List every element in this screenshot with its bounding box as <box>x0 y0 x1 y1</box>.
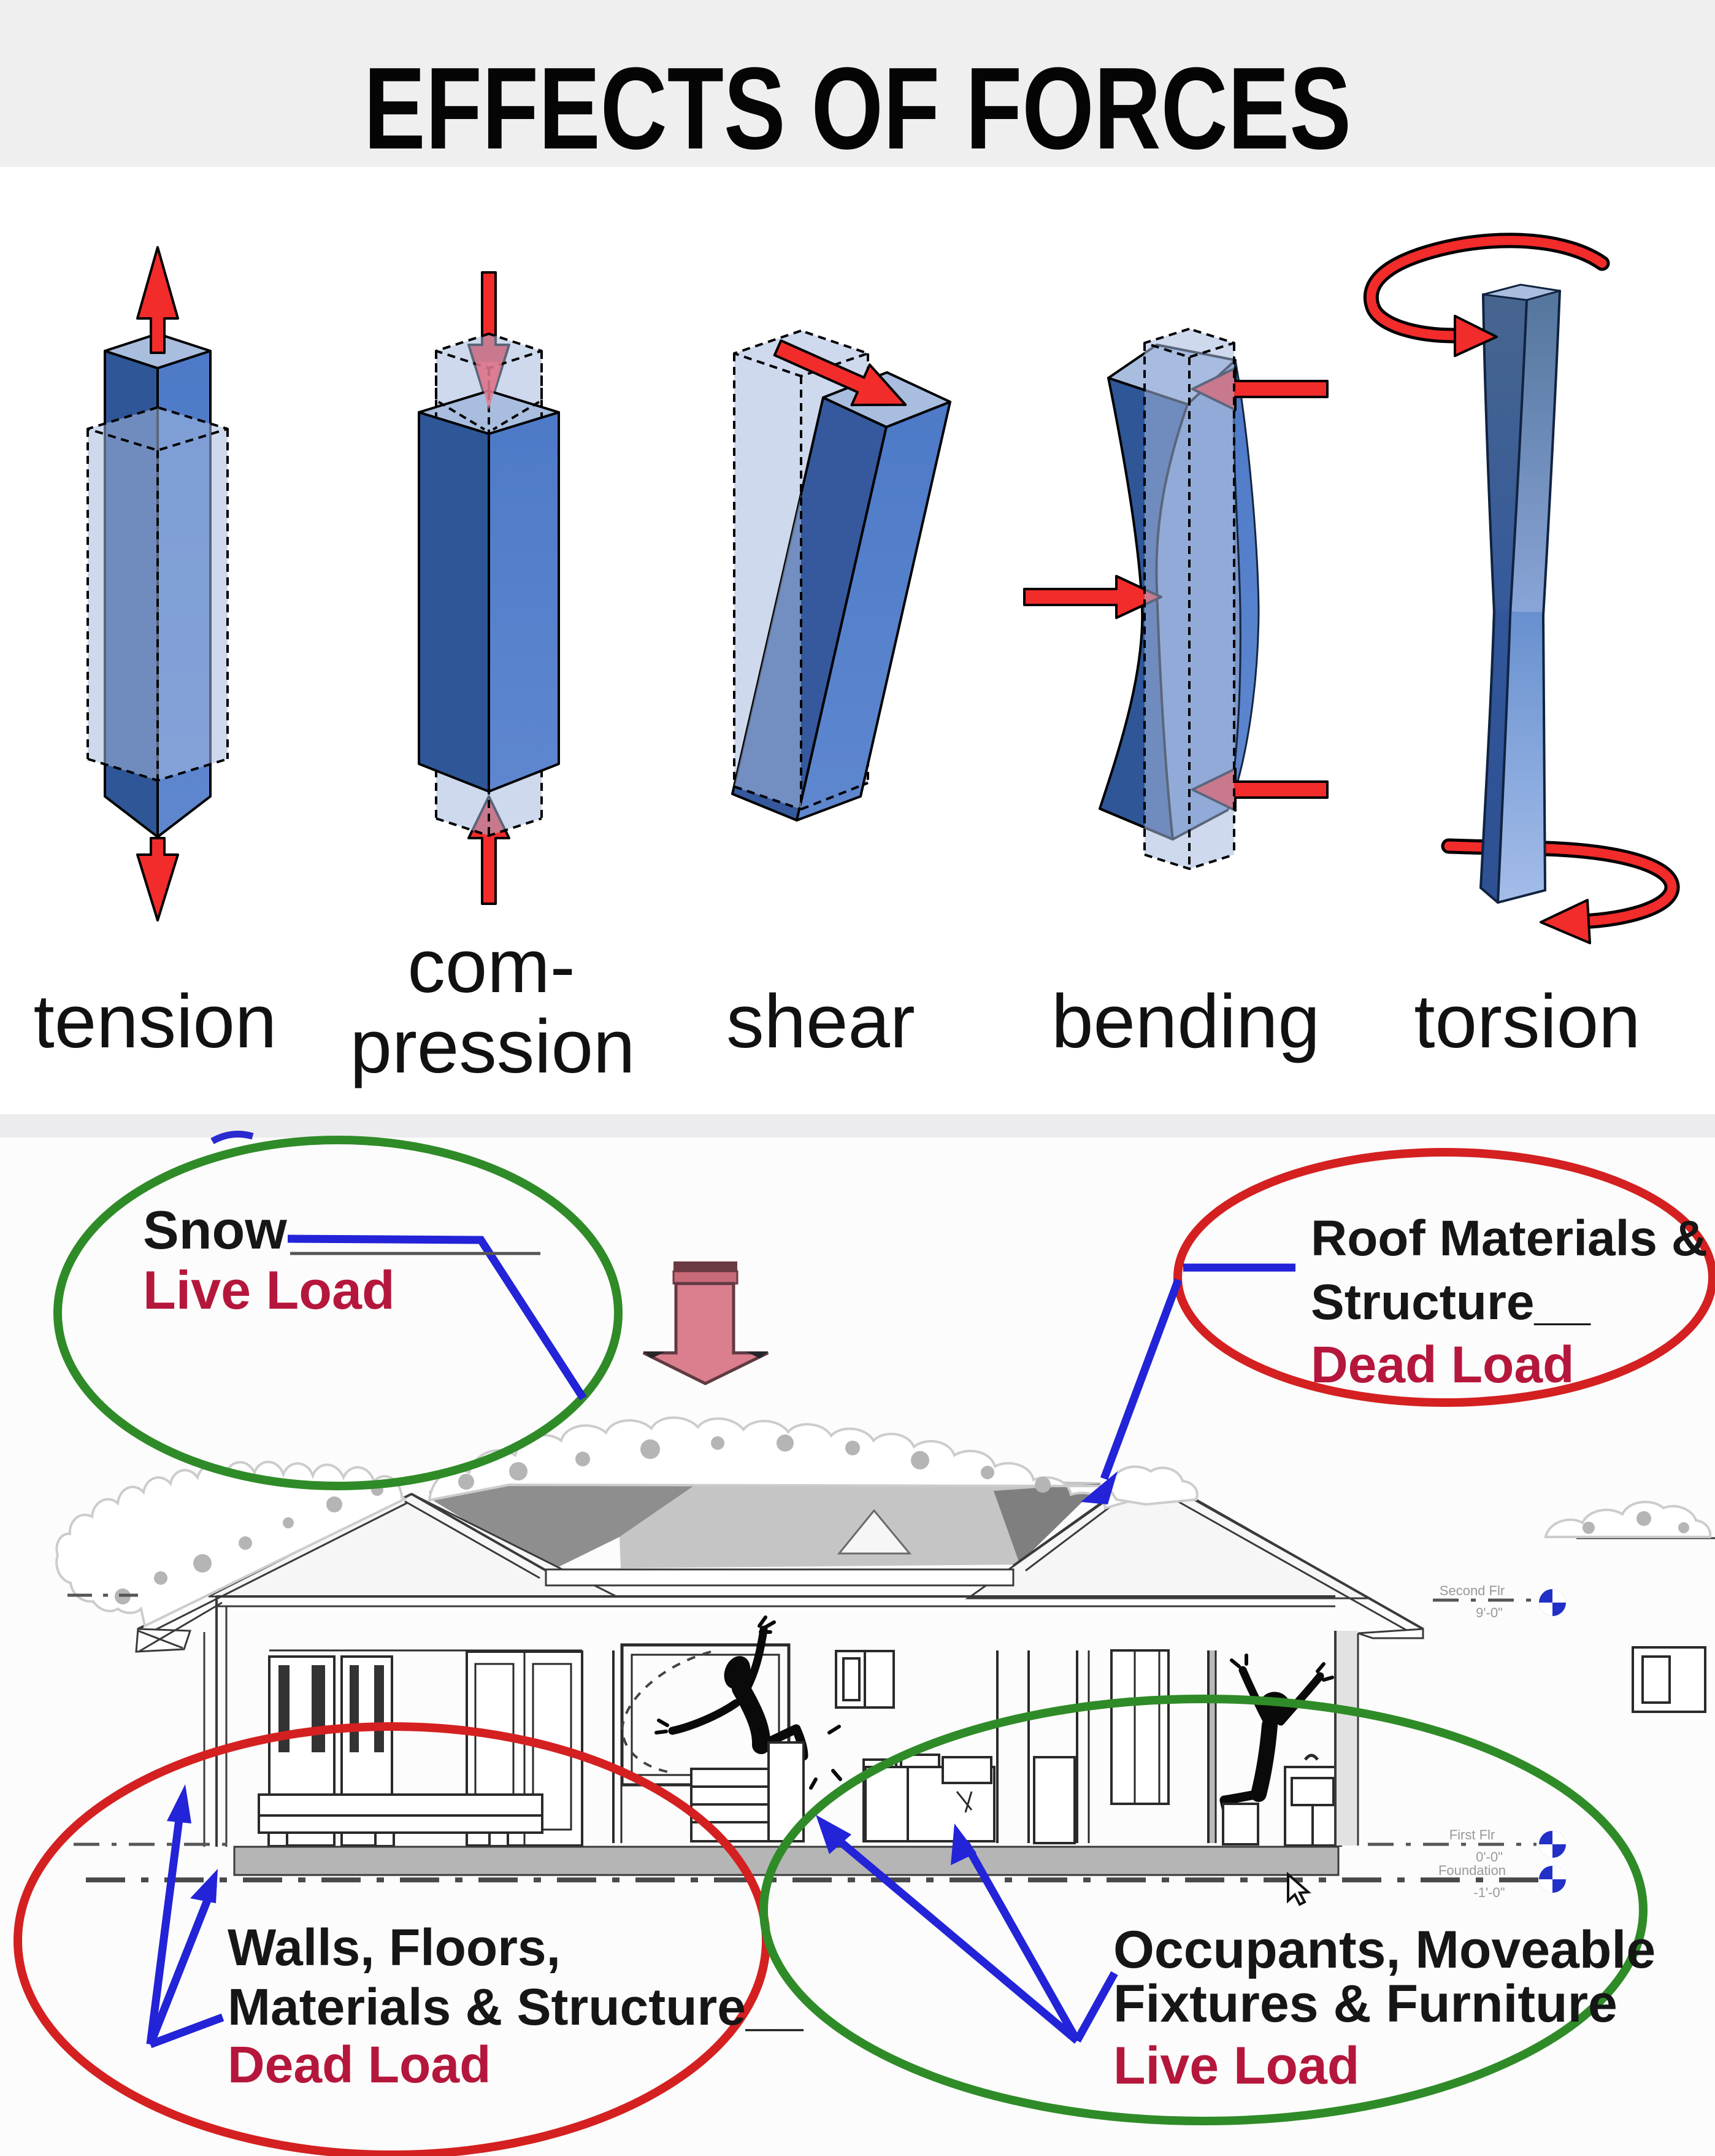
svg-text:Snow: Snow <box>143 1199 287 1260</box>
svg-text:Occupants, Moveable: Occupants, Moveable <box>1113 1920 1656 1979</box>
svg-text:0'-0": 0'-0" <box>1476 1849 1503 1865</box>
svg-text:com-: com- <box>407 925 575 1009</box>
svg-text:Live Load: Live Load <box>143 1260 395 1320</box>
svg-text:torsion: torsion <box>1414 980 1640 1064</box>
svg-text:9'-0": 9'-0" <box>1476 1605 1503 1620</box>
svg-text:tension: tension <box>34 980 277 1064</box>
svg-text:EFFECTS OF FORCES: EFFECTS OF FORCES <box>364 44 1351 174</box>
svg-text:Roof Materials &: Roof Materials & <box>1311 1211 1708 1266</box>
svg-text:First Flr: First Flr <box>1449 1827 1495 1842</box>
svg-text:bending: bending <box>1051 980 1320 1064</box>
svg-text:shear: shear <box>726 980 915 1064</box>
svg-text:Materials & Structure__: Materials & Structure__ <box>228 1978 804 2036</box>
svg-text:Fixtures & Furniture: Fixtures & Furniture <box>1113 1974 1617 2033</box>
svg-text:Walls, Floors,: Walls, Floors, <box>228 1919 561 1976</box>
svg-text:Foundation: Foundation <box>1438 1863 1506 1878</box>
svg-text:Second Flr: Second Flr <box>1440 1583 1505 1598</box>
svg-text:pression: pression <box>350 1005 635 1089</box>
svg-text:Structure__: Structure__ <box>1311 1274 1591 1330</box>
svg-text:-1'-0": -1'-0" <box>1473 1885 1505 1900</box>
svg-text:Dead Load: Dead Load <box>1311 1336 1574 1393</box>
svg-text:Live Load: Live Load <box>1113 2036 1359 2095</box>
svg-text:Dead Load: Dead Load <box>228 2036 491 2093</box>
